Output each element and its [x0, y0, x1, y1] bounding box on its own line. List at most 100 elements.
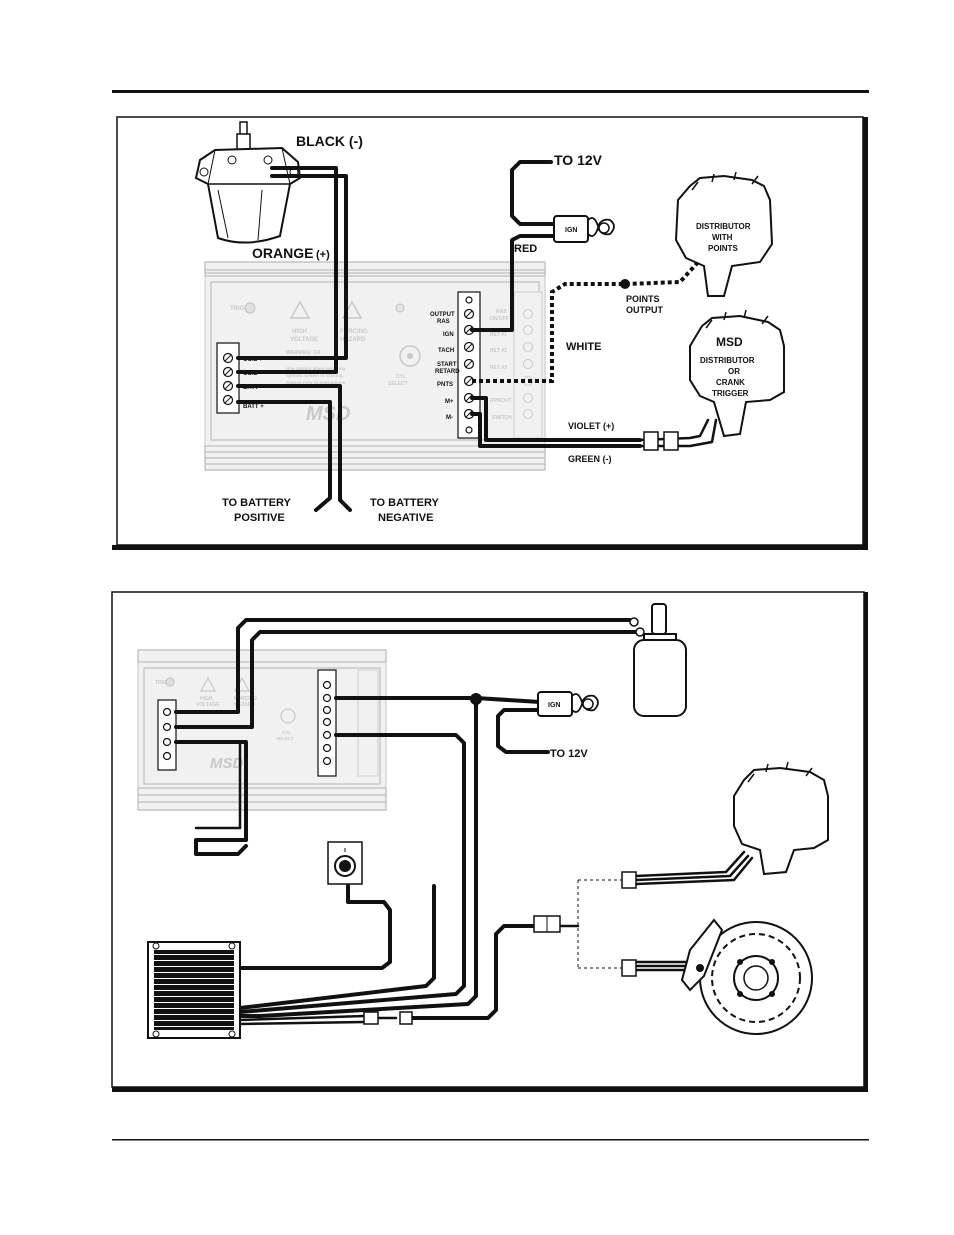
top-warning-1: Use caution when servicing: [286, 366, 346, 371]
bottom-spare-wire: [238, 884, 436, 1010]
top-hz-2: HAZARD: [340, 337, 366, 343]
bottom-to-12v-label: TO 12V: [550, 748, 588, 760]
top-hz-1: FORCING: [340, 329, 368, 335]
msd-distributor-icon: MSD DISTRIBUTOR OR CRANK TRIGGER: [689, 309, 785, 438]
top-connector-a: [643, 431, 659, 451]
dist-points-2: WITH: [712, 233, 733, 242]
msd-dist-1: DISTRIBUTOR: [700, 356, 755, 365]
bottom-ignition-coil-icon: [629, 603, 687, 717]
ign-terminal: IGN: [443, 332, 454, 338]
dist-points-3: POINTS: [708, 244, 738, 253]
bottom-cyl-2: SELECT: [276, 736, 294, 741]
output-terminal-1: OUTPUT: [430, 312, 455, 318]
bottom-ign-switch-icon: IGN: [537, 691, 599, 717]
bottom-distributor-icon: [733, 761, 829, 876]
orange-wire-label: ORANGE: [252, 245, 313, 261]
bottom-power-wire: [238, 697, 478, 1018]
black-wire: [236, 166, 338, 374]
battery-negative-label-1: TO BATTERY: [370, 497, 440, 509]
trig-led-icon: [244, 302, 256, 314]
to-12v-wire: [510, 160, 557, 226]
bottom-trigger-wire: [410, 924, 536, 1020]
switch-label: SWITCH: [492, 415, 512, 421]
violet-wire: [470, 396, 642, 442]
bottom-pnts-wire: [238, 733, 466, 1014]
ras-onoff-2: ON/OFF: [490, 316, 509, 322]
bottom-hz-2: HAZARD: [234, 702, 255, 708]
ret-3: RET #3: [490, 365, 507, 371]
green-wire-label: GREEN (-): [568, 454, 612, 464]
red-wire: [470, 234, 557, 332]
black-wire-label: BLACK (-): [296, 133, 363, 149]
cyl-select-dial-icon: [399, 345, 421, 367]
battery-positive-label-2: POSITIVE: [234, 512, 285, 524]
orange-wire: [236, 174, 348, 360]
ret-2: RET #2: [490, 348, 507, 354]
bottom-coil-plus-wire: [174, 618, 632, 714]
timing-control-knob-icon: [327, 841, 363, 885]
bottom-batt-wires: [174, 740, 248, 856]
bottom-timing-wire: [238, 884, 392, 970]
top-cyl-1: CYL: [396, 374, 406, 380]
white-wire-label: WHITE: [566, 341, 601, 353]
timing-module-icon: [147, 941, 241, 1039]
bottom-trig-label: TRIG: [155, 680, 167, 686]
rpm-out: RPMOUT: [490, 398, 512, 404]
top-wires: [236, 160, 718, 512]
start-retard-1: START: [437, 362, 457, 368]
bottom-batt-minus-wire: [174, 740, 242, 830]
m-plus-terminal: M+: [445, 399, 454, 405]
ras-onoff-1: RAS: [496, 309, 507, 315]
top-labels: BLACK (-) ORANGE (+) TO 12V RED WHITE PO…: [222, 133, 664, 524]
bottom-coil-minus-wire: [174, 630, 638, 729]
ret-1: RET #1: [490, 332, 507, 338]
battery-negative-label-2: NEGATIVE: [378, 512, 433, 524]
bottom-crank-harness: [634, 960, 692, 972]
bottom-12v-wire: [496, 708, 550, 754]
points-output-label-2: OUTPUT: [626, 305, 664, 315]
orange-wire-sign: (+): [316, 249, 330, 261]
top-ign-label: IGN: [565, 227, 577, 234]
msd-dist-2: OR: [728, 367, 740, 376]
bottom-wires: [174, 618, 754, 1026]
bottom-dist-harness: [634, 850, 754, 886]
red-wire-label: RED: [514, 243, 537, 255]
green-wire: [470, 412, 642, 448]
high-voltage-icon: [289, 300, 311, 319]
batt-negative-wire: [236, 384, 352, 512]
top-warning-2: ignition system or starting.: [286, 373, 344, 378]
msd-dist-3: CRANK: [716, 378, 745, 387]
top-hv-1: HIGH: [292, 329, 307, 335]
dist-points-1: DISTRIBUTOR: [696, 222, 751, 231]
top-warning: WARNING: DA: [286, 350, 321, 356]
pnts-terminal: PNTS: [437, 382, 453, 388]
bottom-ignition-box: TRIG HIGH VOLTAGE FORCING HAZARD CYL SEL…: [137, 649, 387, 811]
top-warning-3: Always refer to instructions: [286, 380, 346, 385]
bottom-cyl-1: CYL: [282, 730, 291, 735]
white-wire: [472, 258, 702, 383]
bottom-connectors: [363, 871, 637, 1025]
bottom-hv-2: VOLTAGE: [196, 702, 220, 708]
top-ignition-coil-icon: [194, 121, 302, 244]
bottom-harness-2: [238, 1020, 366, 1026]
violet-wire-label: VIOLET (+): [568, 421, 614, 431]
bottom-hz-1: FORCING: [234, 696, 257, 702]
header-rule: [112, 90, 869, 93]
msd-dist-4: TRIGGER: [712, 389, 749, 398]
tach-terminal: TACH: [438, 348, 454, 354]
output-terminal-2: RAS: [437, 319, 450, 325]
top-ign-switch-icon: IGN: [553, 215, 615, 243]
top-hv-2: VOLTAGE: [290, 337, 318, 343]
bottom-msd-logo: MSD: [210, 755, 244, 772]
battery-positive-label-1: TO BATTERY: [222, 497, 292, 509]
distributor-with-points-icon: DISTRIBUTOR WITH POINTS: [674, 171, 774, 297]
top-connector-b: [663, 431, 679, 451]
m-minus-terminal: M-: [446, 415, 453, 421]
batt-plus-terminal: BATT +: [243, 404, 264, 410]
points-output-junction: [620, 279, 630, 289]
bottom-option-lines: [577, 879, 622, 969]
top-trig-label: TRIG: [230, 306, 245, 312]
to-12v-label: TO 12V: [554, 152, 603, 168]
msd-brand: MSD: [716, 335, 743, 349]
